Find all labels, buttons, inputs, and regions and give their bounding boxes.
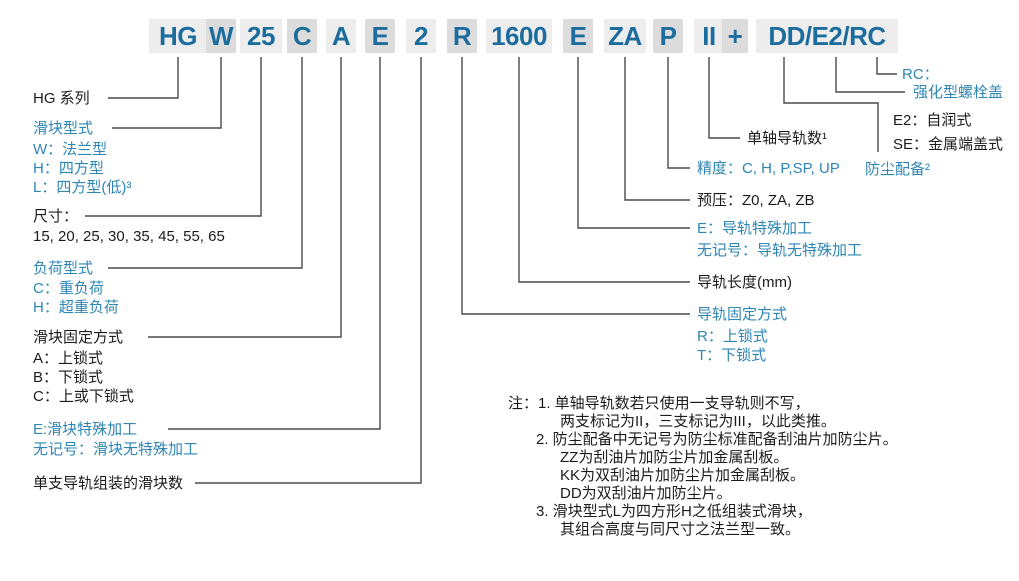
connector-rail-length [518, 57, 690, 283]
connector-e2 [835, 57, 905, 93]
connector-rails-count [708, 57, 740, 139]
note-line-5: KK为双刮油片加防尘片加金属刮板。 [560, 467, 806, 484]
label-mount-c: C：上或下锁式 [33, 388, 134, 405]
label-block-special-none: 无记号：滑块无特殊加工 [33, 441, 199, 458]
connector-mount [148, 57, 342, 338]
label-rails-count: 单轴导轨数¹ [747, 130, 827, 147]
label-rc-desc: 强化型螺栓盖 [913, 84, 1004, 101]
label-preload: 预压：Z0, ZA, ZB [697, 192, 815, 209]
label-block-special: E:滑块特殊加工 [33, 421, 138, 438]
label-load-type-c: C：重负荷 [33, 280, 104, 297]
label-mount-b: B：下锁式 [33, 369, 104, 386]
note-line-8: 其组合高度与同尺寸之法兰型一致。 [560, 521, 801, 538]
note-line-3: 2. 防尘配备中无记号为防尘标准配备刮油片加防尘片。 [536, 431, 898, 448]
code-segment-rail-length: 1600 [486, 19, 552, 53]
label-block-type-l: L：四方型(低)³ [33, 179, 132, 196]
label-mount-a: A：上锁式 [33, 350, 104, 367]
note-line-2: 两支标记为II，三支标记为III，以此类推。 [560, 413, 836, 430]
label-mount-title: 滑块固定方式 [33, 329, 124, 346]
label-rc-title: RC： [902, 66, 939, 83]
label-size-values: 15, 20, 25, 30, 35, 45, 55, 65 [33, 228, 225, 245]
code-segment-block-count: 2 [406, 19, 436, 53]
note-line-7: 3. 滑块型式L为四方形H之低组装式滑块， [536, 503, 812, 520]
label-e2: E2：自润式 [893, 112, 972, 129]
connector-rc [876, 57, 897, 75]
label-rail-special: E：导轨特殊加工 [697, 220, 813, 237]
note-line-1: 注：1. 单轴导轨数若只使用一支导轨则不写， [508, 395, 810, 412]
connector-preload [624, 57, 690, 201]
code-segment-precision: P [653, 19, 683, 53]
code-segment-mount: A [326, 19, 356, 53]
label-load-type-h: H：超重负荷 [33, 299, 119, 316]
label-block-type-title: 滑块型式 [33, 120, 94, 137]
label-rail-mount-t: T：下锁式 [697, 347, 767, 364]
label-series: HG 系列 [33, 90, 90, 107]
code-segment-options: DD/E2/RC [756, 19, 898, 53]
code-segment-rail-mount: R [447, 19, 477, 53]
label-rail-special-none: 无记号：导轨无特殊加工 [697, 242, 863, 259]
label-block-type-w: W：法兰型 [33, 141, 108, 158]
label-precision: 精度：C, H, P,SP, UP [697, 160, 840, 177]
connector-rail-mount [461, 57, 690, 315]
code-segment-series: HG [149, 19, 207, 53]
connector-rail-special [577, 57, 690, 229]
label-block-type-h: H：四方型 [33, 160, 104, 177]
label-rail-mount-title: 导轨固定方式 [697, 306, 788, 323]
code-segment-preload: ZA [604, 19, 646, 53]
label-se: SE：金属端盖式 [893, 136, 1004, 153]
label-rail-length: 导轨长度(mm) [697, 274, 792, 291]
code-segment-plus: + [722, 19, 748, 53]
code-segment-load-type: C [287, 19, 317, 53]
code-segment-block-special: E [365, 19, 395, 53]
note-line-4: ZZ为刮油片加防尘片加金属刮板。 [560, 449, 789, 466]
label-blocks-per-rail: 单支导轨组装的滑块数 [33, 475, 184, 492]
label-load-type-title: 负荷型式 [33, 260, 94, 277]
code-segment-size: 25 [240, 19, 282, 53]
connector-precision [667, 57, 690, 169]
label-rail-mount-r: R：上锁式 [697, 328, 768, 345]
code-segment-rail-special: E [563, 19, 593, 53]
label-size-title: 尺寸： [33, 208, 79, 225]
code-segment-block-type: W [206, 19, 236, 53]
code-segment-rails-count: II [694, 19, 724, 53]
note-line-6: DD为双刮油片加防尘片。 [560, 485, 732, 502]
connector-series [108, 57, 179, 99]
connector-block-type [112, 57, 222, 129]
label-dust-proof: 防尘配备² [865, 161, 930, 178]
connector-block-count [195, 57, 422, 484]
